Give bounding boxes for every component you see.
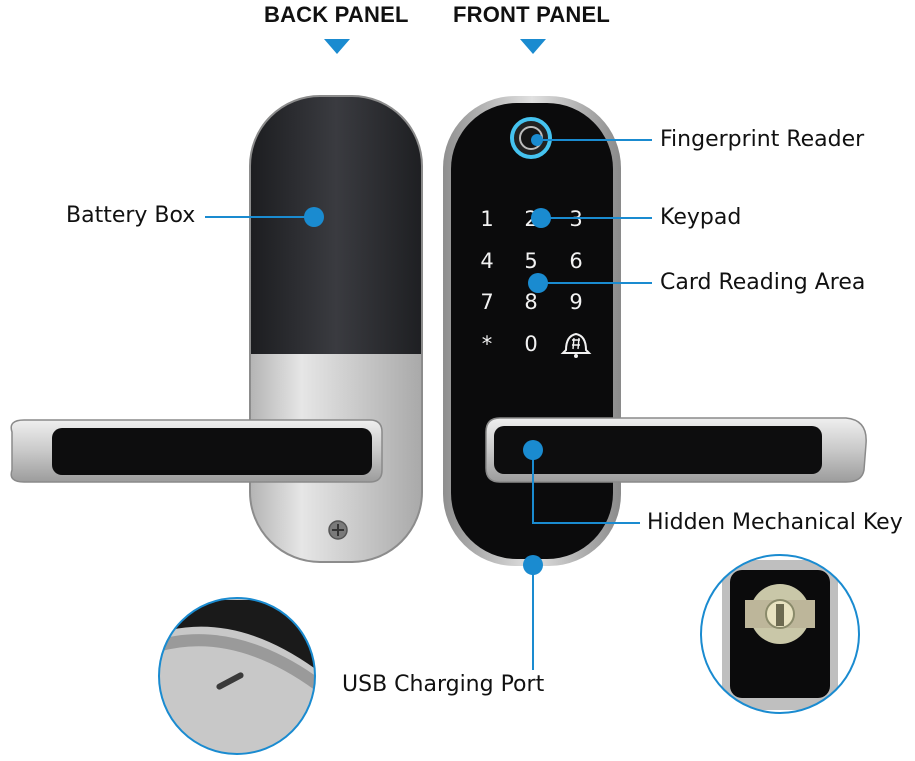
key-star: * bbox=[482, 332, 493, 356]
usb-port-dot bbox=[523, 555, 543, 575]
key-cylinder-closeup bbox=[700, 554, 860, 714]
back-panel bbox=[249, 95, 423, 563]
fingerprint-dot bbox=[531, 134, 543, 146]
key-4: 4 bbox=[480, 249, 493, 273]
key-1: 1 bbox=[480, 207, 493, 231]
usb-charging-port-label: USB Charging Port bbox=[342, 672, 545, 697]
usb-port-closeup bbox=[158, 597, 316, 755]
hidden-mechanical-key-label: Hidden Mechanical Key bbox=[647, 510, 903, 535]
key-8: 8 bbox=[524, 290, 537, 314]
key-0: 0 bbox=[524, 332, 537, 356]
key-6: 6 bbox=[569, 249, 582, 273]
back-panel-title: BACK PANEL bbox=[264, 2, 409, 27]
keypad-dot bbox=[531, 208, 551, 228]
back-lever bbox=[10, 419, 383, 483]
callout-lines bbox=[205, 139, 652, 670]
battery-box-label: Battery Box bbox=[66, 203, 196, 228]
key-cylinder-dot bbox=[523, 440, 543, 460]
card-reading-area-label: Card Reading Area bbox=[660, 270, 866, 295]
callout-dots bbox=[304, 134, 551, 575]
battery-box-dot bbox=[304, 207, 324, 227]
fingerprint-reader-label: Fingerprint Reader bbox=[660, 127, 865, 152]
front-panel-arrow-icon bbox=[520, 39, 546, 54]
keypad-label: Keypad bbox=[660, 205, 742, 230]
key-9: 9 bbox=[569, 290, 582, 314]
key-5: 5 bbox=[524, 249, 537, 273]
back-panel-arrow-icon bbox=[324, 39, 350, 54]
front-lever bbox=[485, 417, 867, 483]
bell-icon bbox=[560, 332, 592, 358]
front-panel-title: FRONT PANEL bbox=[453, 2, 611, 27]
card-area-dot bbox=[528, 273, 548, 293]
key-7: 7 bbox=[480, 290, 493, 314]
